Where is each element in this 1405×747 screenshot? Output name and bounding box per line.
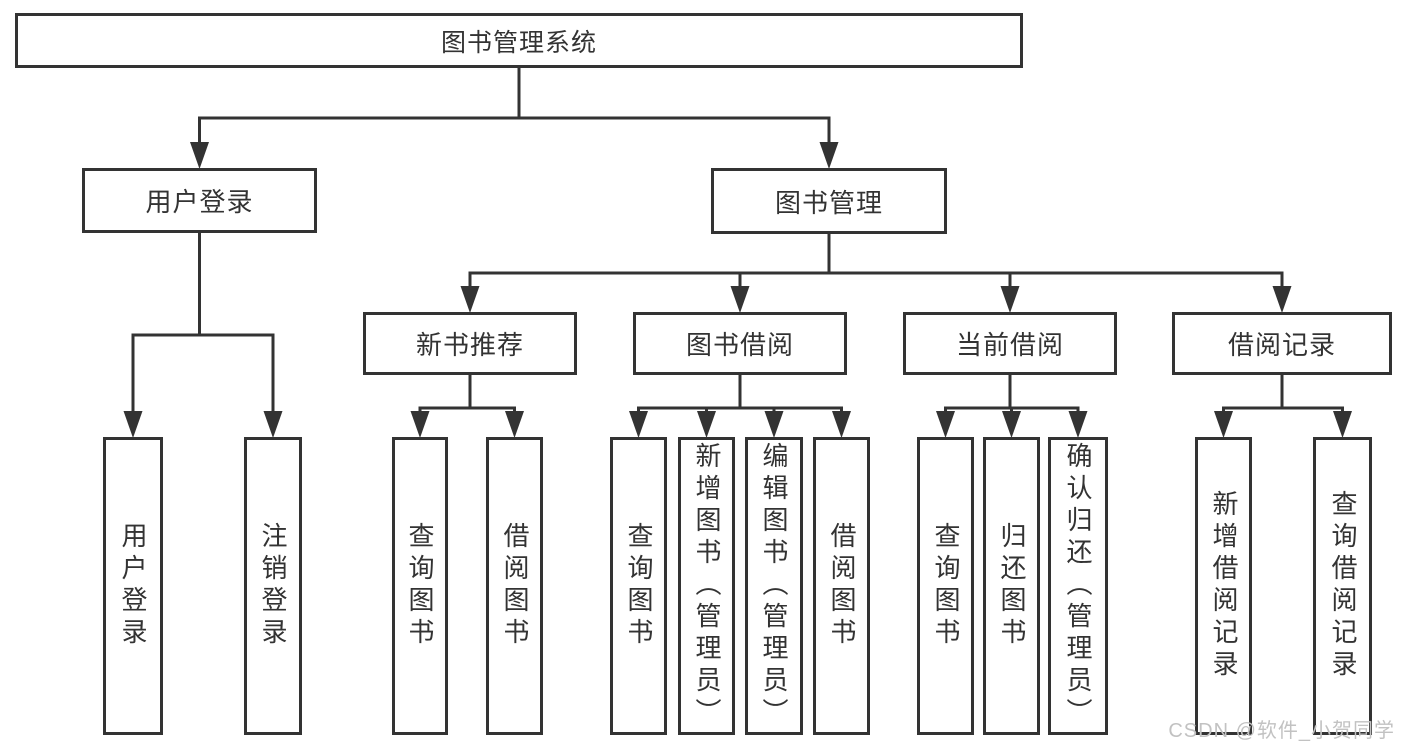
- node-label: 图书管理: [774, 187, 883, 218]
- arrowhead-icon: [410, 411, 430, 438]
- node-rec-query: 查询图书: [392, 437, 448, 735]
- node-mgmt: 图书管理: [711, 168, 947, 234]
- arrowhead-icon: [764, 411, 784, 438]
- node-rcd-add: 新增借阅记录: [1195, 437, 1252, 735]
- node-label: 当前借阅: [955, 330, 1064, 360]
- node-rec-borrow: 借阅图书: [486, 437, 543, 735]
- arrowhead-icon: [190, 142, 209, 169]
- node-label: 查询图书: [931, 522, 961, 650]
- node-cur-query: 查询图书: [917, 437, 974, 735]
- node-label: 查询图书: [624, 522, 654, 650]
- node-cur-return: 归还图书: [983, 437, 1040, 735]
- node-current: 当前借阅: [903, 312, 1117, 375]
- node-label: 用户登录: [118, 522, 148, 650]
- node-bor-lend: 借阅图书: [813, 437, 870, 735]
- arrowhead-icon: [1068, 411, 1088, 438]
- arrowhead-icon: [1214, 411, 1233, 438]
- arrowhead-icon: [1002, 411, 1021, 438]
- node-label: 查询图书: [405, 522, 435, 650]
- arrowhead-icon: [1272, 286, 1292, 313]
- node-logout: 注销登录: [244, 437, 302, 735]
- node-label: 编辑图书（管理员）: [759, 442, 789, 730]
- arrowhead-icon: [123, 411, 143, 438]
- node-label: 图书管理系统: [440, 28, 597, 57]
- node-label: 注销登录: [258, 522, 288, 650]
- arrowhead-icon: [1333, 411, 1352, 438]
- node-root: 图书管理系统: [15, 13, 1023, 68]
- node-label: 确认归还（管理员）: [1063, 442, 1093, 730]
- node-label: 图书借阅: [685, 330, 794, 360]
- node-records: 借阅记录: [1172, 312, 1392, 375]
- arrowhead-icon: [819, 142, 839, 169]
- arrowhead-icon: [1000, 286, 1020, 313]
- arrowhead-icon: [832, 411, 851, 438]
- arrowhead-icon: [936, 411, 955, 438]
- arrowhead-icon: [697, 411, 716, 438]
- node-bor-edit: 编辑图书（管理员）: [745, 437, 803, 735]
- watermark: CSDN @软件_小贺同学: [1168, 720, 1395, 742]
- arrowhead-icon: [460, 286, 480, 313]
- node-rcd-query: 查询借阅记录: [1313, 437, 1372, 735]
- arrowhead-icon: [629, 411, 648, 438]
- node-bor-add: 新增图书（管理员）: [678, 437, 735, 735]
- node-label: 新书推荐: [415, 330, 524, 360]
- node-rec: 新书推荐: [363, 312, 577, 375]
- arrowhead-icon: [730, 286, 750, 313]
- node-label: 新增借阅记录: [1209, 490, 1239, 682]
- arrowhead-icon: [263, 411, 283, 438]
- node-label: 借阅图书: [500, 522, 530, 650]
- node-login: 用户登录: [103, 437, 163, 735]
- node-bor-query: 查询图书: [610, 437, 667, 735]
- node-label: 借阅图书: [827, 522, 857, 650]
- node-borrow: 图书借阅: [633, 312, 847, 375]
- node-cur-confirm: 确认归还（管理员）: [1048, 437, 1108, 735]
- node-label: 查询借阅记录: [1328, 490, 1358, 682]
- node-label: 归还图书: [997, 522, 1027, 650]
- node-label: 借阅记录: [1227, 330, 1336, 360]
- node-label: 新增图书（管理员）: [692, 442, 722, 730]
- arrowhead-icon: [505, 411, 524, 438]
- node-label: 用户登录: [145, 187, 254, 217]
- node-auth: 用户登录: [82, 168, 317, 233]
